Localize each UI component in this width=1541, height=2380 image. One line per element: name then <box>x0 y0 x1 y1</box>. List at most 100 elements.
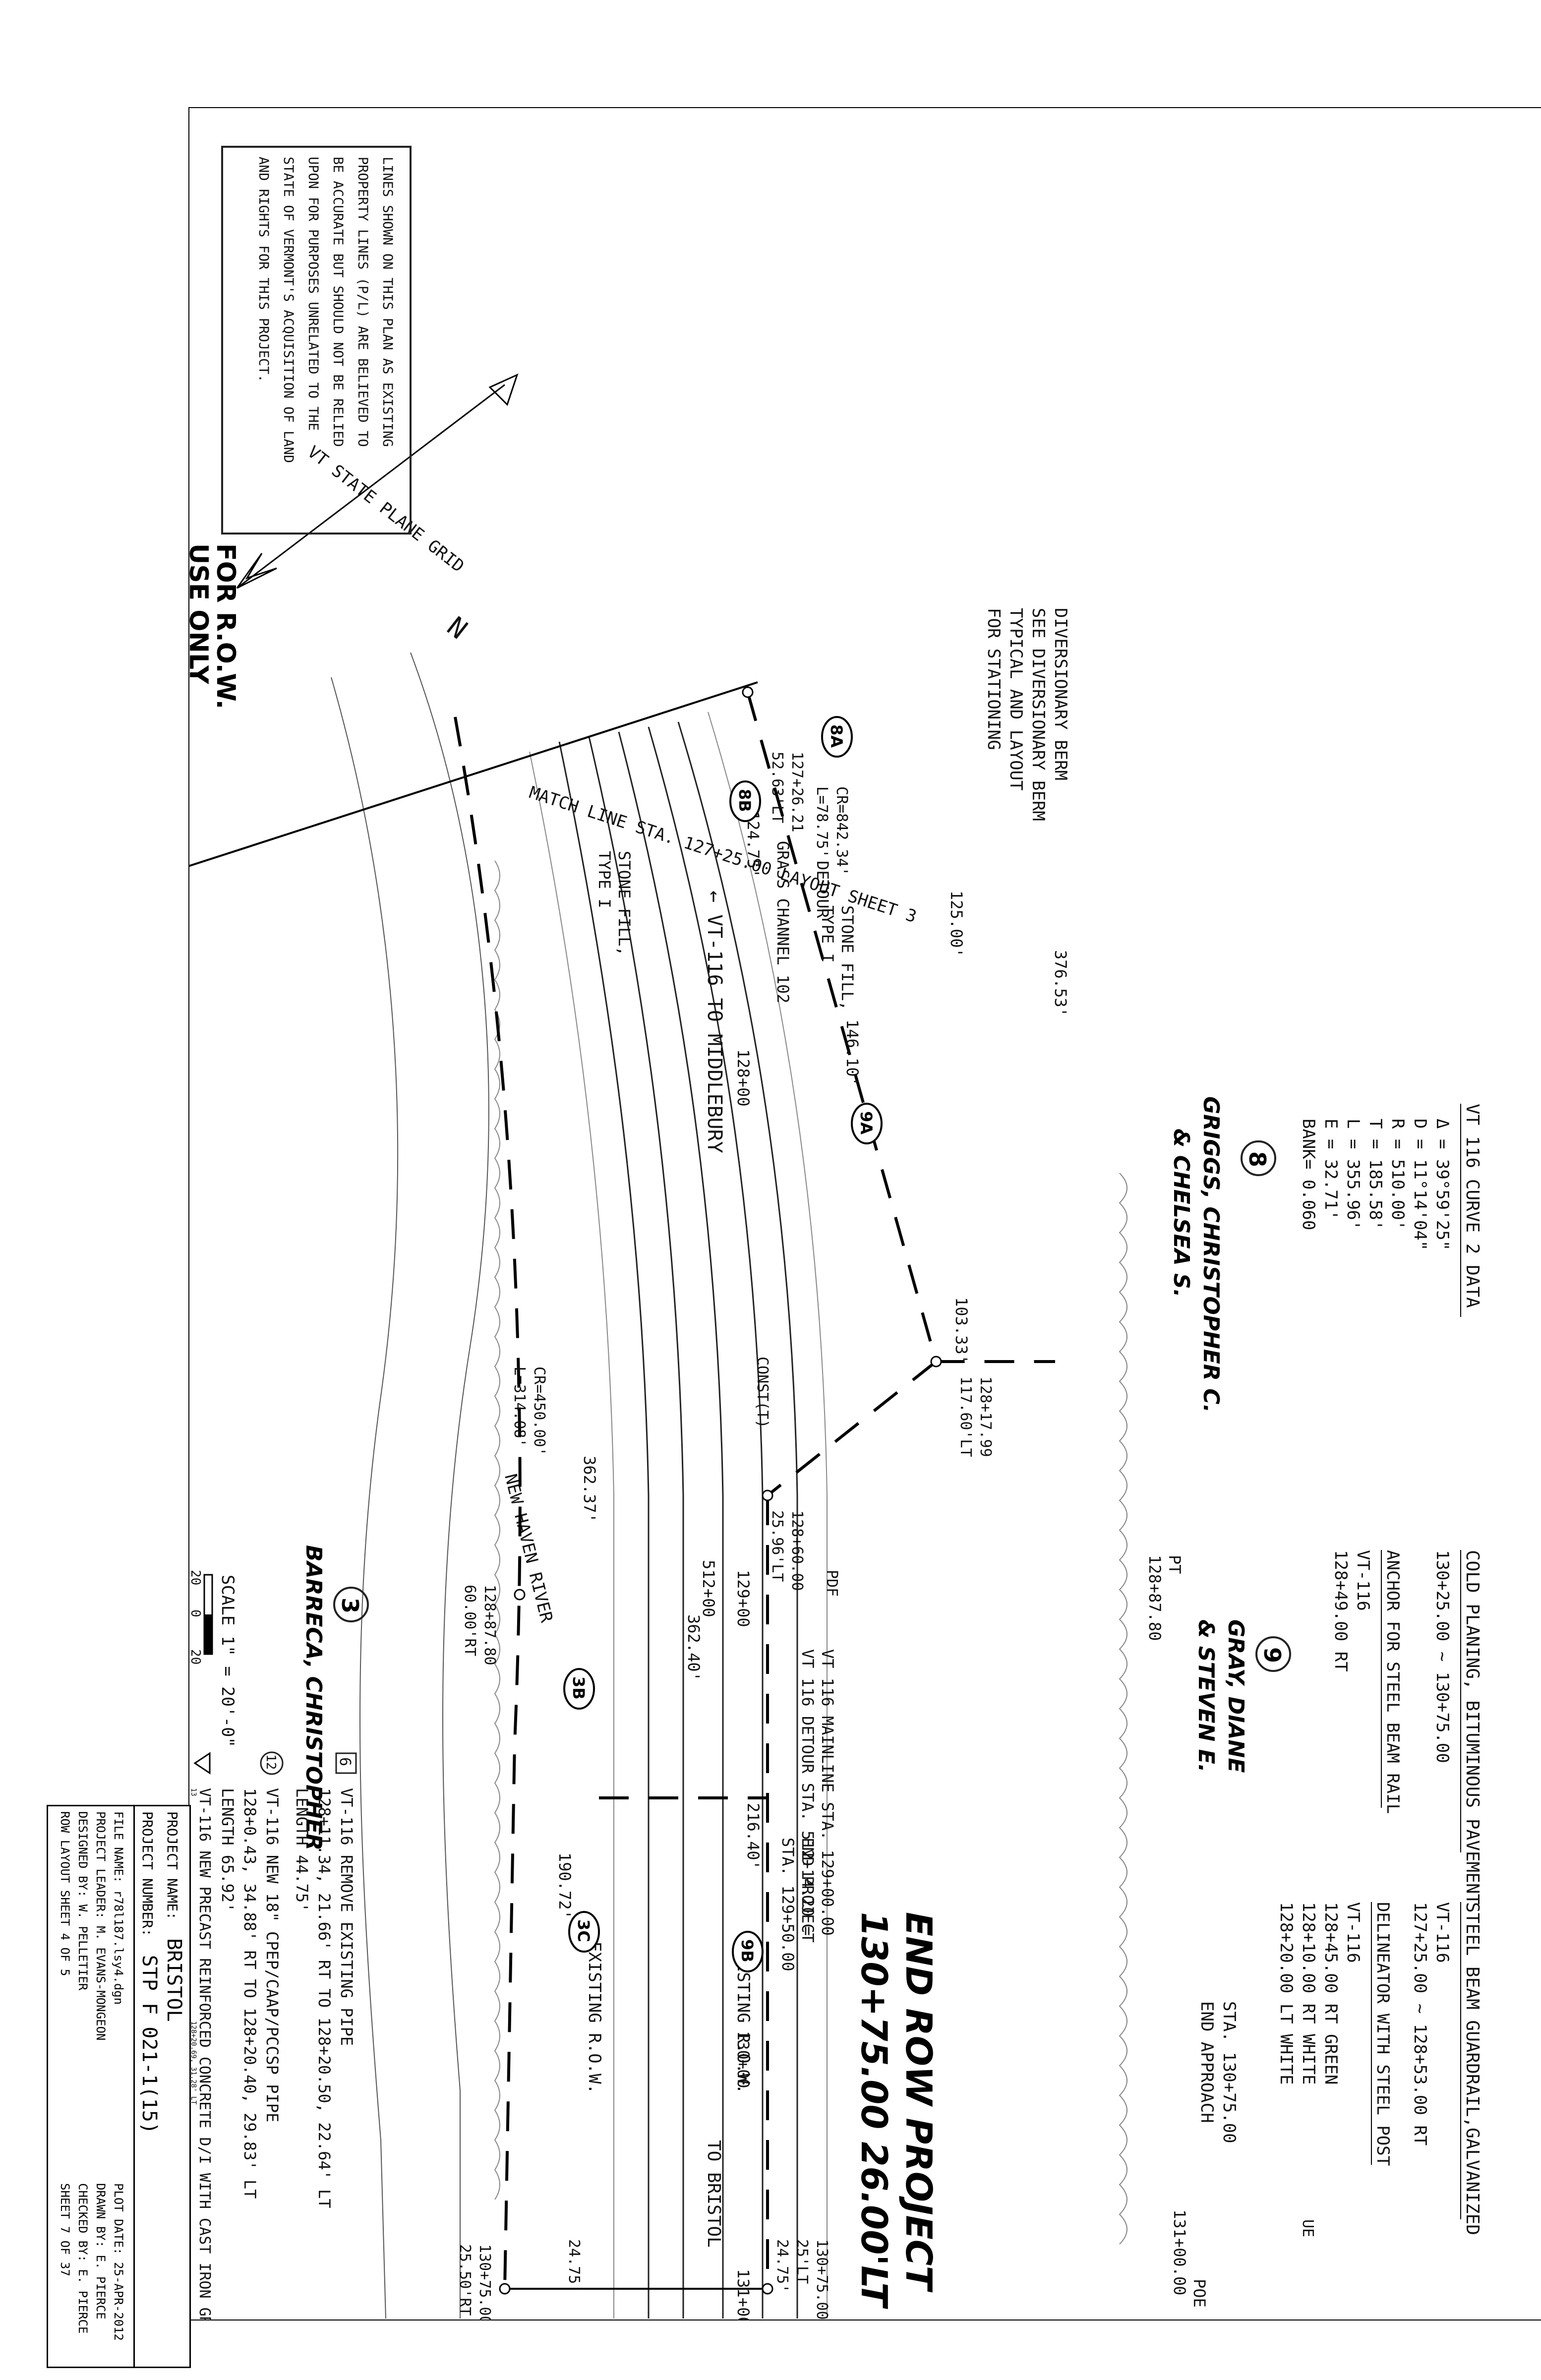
point-offset: 25'LT <box>793 2239 811 2284</box>
north-arrow-label: VT STATE PLANE GRID <box>303 442 468 577</box>
owner-3-tag <box>333 1587 369 1622</box>
dimension-label: 124.75' <box>744 811 763 878</box>
control-point <box>514 1589 526 1601</box>
row-layout-plan: VT STATE PLANE GRID N LINES SHOWN ON THI… <box>113 106 1541 2380</box>
shoulder-south <box>529 751 614 2319</box>
owner-8-tag <box>1241 1140 1276 1176</box>
note-tag: 13 <box>189 1788 197 1796</box>
point-sta: 128+60.00 <box>788 1510 806 1591</box>
dimension-label: 24.75' <box>565 2239 583 2293</box>
drawing-canvas: VT STATE PLANE GRID N LINES SHOWN ON THI… <box>113 106 1541 2380</box>
note-tag-box <box>335 1752 357 1774</box>
curve-row: BANK= 0.060 <box>1299 1119 1318 1230</box>
title-block: PROJECT NAME: BRISTOL PROJECT NUMBER: ST… <box>47 1805 191 2368</box>
note-tag-circle <box>260 1751 284 1775</box>
mainline-sta: VT 116 MAINLINE STA. 129+00.00 <box>818 1649 837 1936</box>
note-line: VT-116 NEW 18" CPEP/CAAP/PCCSP PIPE <box>263 1788 282 2122</box>
anchor-row: VT-116 <box>1353 1550 1373 1611</box>
north-arrow-icon: VT STATE PLANE GRID N <box>236 373 519 645</box>
scale-tick: 20 <box>188 1570 203 1585</box>
end-row-title: END ROW PROJECT <box>898 1912 940 2293</box>
note-tag-triangle <box>193 1752 211 1775</box>
to-middlebury-label: ← VT-116 TO MIDDLEBURY <box>703 891 726 1153</box>
delineator-row: 128+20.00 LT WHITE <box>1276 1902 1296 2084</box>
parcel-tag <box>563 1668 595 1710</box>
project-name: BRISTOL <box>163 1938 185 2022</box>
anchor-row: 128+49.00 RT <box>1331 1550 1351 1672</box>
delineator-row: VT-116 <box>1343 1902 1363 1963</box>
end-approach-label: END APPROACH <box>1197 2001 1217 2123</box>
road-edge-south <box>558 741 650 2319</box>
cold-planing-row: 130+25.00 ~ 130+75.00 <box>1432 1550 1452 1763</box>
curve-row: E = 32.71' <box>1321 1119 1341 1220</box>
diversionary-line: FOR STATIONING <box>984 608 1004 750</box>
owner-8-name1: GRIGGS, CHRISTOPHER C. <box>1198 1096 1224 1413</box>
owner-3-tag-label: 3 <box>337 1598 363 1613</box>
owner-3: 3 BARRECA, CHRISTOPHER <box>301 1545 369 1850</box>
tree-line-north <box>1119 1173 1127 2245</box>
file-name: FILE NAME: r78l187.lsy4.dgn <box>112 1811 125 2005</box>
stone-fill-b2: TYPE I <box>595 851 614 908</box>
owner-8-tag-label: 8 <box>1244 1151 1271 1167</box>
parcel-tag <box>851 1103 883 1144</box>
disclaimer-line: BE ACCURATE BUT SHOULD NOT BE RELIED <box>330 157 346 447</box>
curve-radius: CR=450.00' <box>531 1367 548 1456</box>
parcel-tag-label: 3C <box>574 1919 593 1942</box>
note-line: 128+20.69, 31.28' LT <box>189 2021 197 2105</box>
river-label: NEW HAVEN RIVER <box>500 1472 556 1625</box>
curve-length: L=314.08' <box>511 1367 528 1447</box>
disclaimer-line: STATE OF VERMONT'S ACQUISITION OF LAND <box>281 157 296 463</box>
dimensions: 376.53' 125.00' 146.10' 103.33' 124.75' … <box>555 811 1070 2293</box>
dimension-label: 103.33' <box>952 1297 971 1364</box>
guardrail: STEEL BEAM GUARDRAIL,GALVANIZED VT-116 1… <box>1410 1902 1482 2235</box>
point-offset: 25.50'RT <box>456 2244 474 2316</box>
road-edge-north <box>677 721 798 2319</box>
road-edge-north-inner <box>648 726 764 2319</box>
detour-sta: VT 116 DETOUR STA. 512+14.20 = <box>798 1649 817 1936</box>
delineator-title: DELINEATOR WITH STEEL POST <box>1373 1902 1393 2166</box>
parcel-tag-label: 9A <box>857 1111 876 1134</box>
end-project-sta: STA. 129+50.00 <box>778 1838 797 1971</box>
scale-bar-black <box>204 1614 212 1654</box>
scale-tick: 0 <box>188 1609 203 1617</box>
curve-row: D = 11°14'04" <box>1410 1119 1430 1250</box>
curve-row: T = 185.58' <box>1365 1119 1385 1230</box>
match-line <box>113 681 758 892</box>
row-line-south <box>454 716 522 2289</box>
end-approach-sta: STA. 130+75.00 <box>1219 2001 1239 2143</box>
curve-row: Δ = 39°59'25" <box>1432 1119 1452 1250</box>
delineator-row: 128+45.00 RT GREEN <box>1321 1902 1341 2084</box>
station-label: 131+00 <box>734 2269 753 2320</box>
control-points: 128+17.99 117.60'LT 127+26.21 52.63'LT C… <box>456 686 994 2325</box>
stone-fill-b: STONE FILL, <box>615 851 634 956</box>
disclaimer-line: AND RIGHTS FOR THIS PROJECT. <box>256 157 271 382</box>
drawn-by: DRAWN BY: E. PIERCE <box>94 2183 108 2320</box>
note-line: 128+0.43, 34.88' RT TO 128+20.40, 29.83'… <box>240 1788 259 2199</box>
control-point <box>762 1489 773 1501</box>
cold-planing-title: COLD PLANING, BITUMINOUS PAVEMENT <box>1462 1550 1482 1904</box>
point-sta: 130+75.00 <box>476 2244 493 2320</box>
disclaimer-line: LINES SHOWN ON THIS PLAN AS EXISTING <box>380 157 395 447</box>
parcel-tag-label: 8B <box>735 789 754 812</box>
roadway <box>529 712 828 2319</box>
point-offset: 60.00'RT <box>461 1585 478 1657</box>
curve-length: L=78.75' <box>813 786 830 858</box>
owner-9-name1: GRAY, DIANE <box>1223 1619 1248 1773</box>
parcel-tag-label: 3B <box>569 1676 588 1700</box>
row-note-line2: USE ONLY <box>188 543 213 685</box>
dimension-label: 146.10' <box>843 1019 862 1086</box>
note-tag: 6 <box>336 1757 354 1766</box>
dimension-label: 362.40' <box>684 1614 703 1681</box>
owner-9: 9 GRAY, DIANE & STEVEN E. <box>1193 1619 1291 1773</box>
parcel-tag <box>568 1911 600 1953</box>
disclaimer-line: UPON FOR PURPOSES UNRELATED TO THE <box>305 157 321 431</box>
curve-radius: CR=842.34' <box>833 786 850 876</box>
sheet-number: SHEET 7 OF 37 <box>58 2183 72 2276</box>
point-sta: 130+75.00 <box>813 2239 830 2320</box>
point-offset: 52.63'LT <box>769 752 786 824</box>
scale-tick: 20 <box>188 1649 203 1665</box>
dimension-label: 190.72' <box>555 1852 574 1919</box>
anchor-title: ANCHOR FOR STEEL BEAM RAIL <box>1383 1550 1403 1814</box>
point-sta: 127+26.21 <box>788 752 806 833</box>
end-project-label: END PROJECT <box>798 1838 817 1943</box>
